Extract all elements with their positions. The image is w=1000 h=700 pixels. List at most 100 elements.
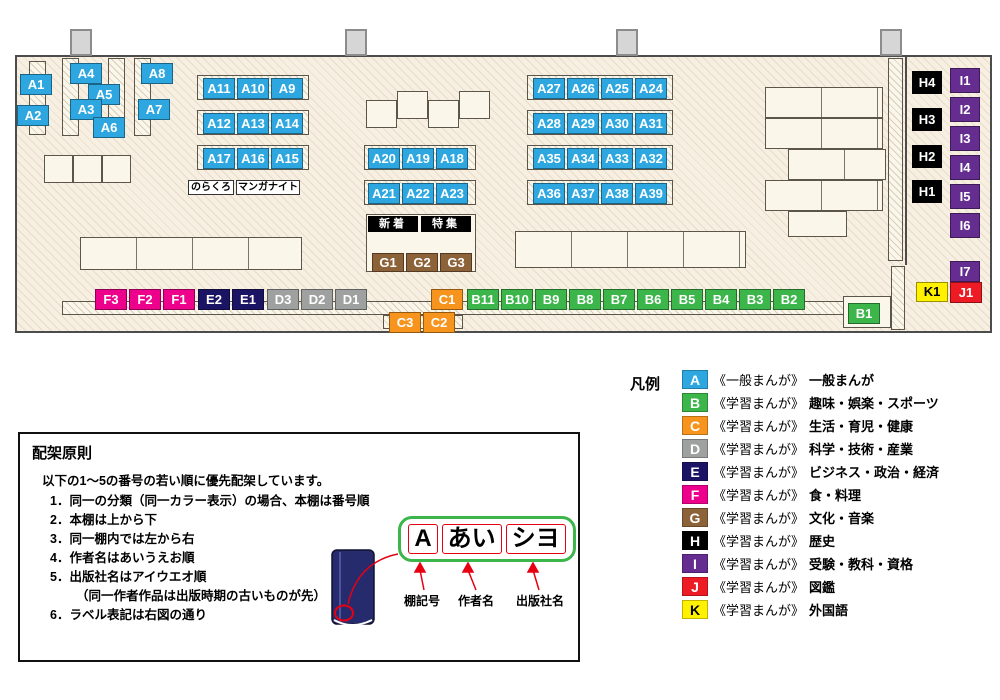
shelf-label-H2: H2 [912,145,942,168]
shelf-label-A20: A20 [368,148,400,169]
shelf-label-A12: A12 [203,113,235,134]
shelf-label-A9: A9 [271,78,303,99]
legend-item-G: G《学習まんが》文化・音楽 [682,506,939,529]
book-illustration [331,549,540,626]
shelf-label-A10: A10 [237,78,269,99]
shelf-label-I2: I2 [950,97,980,122]
shelf-label-B8: B8 [569,289,601,310]
shelf-block [888,58,903,261]
pillar [70,29,92,56]
legend-category: 生活・育児・健康 [809,419,914,434]
principle-rule: （同一作者作品は出版時期の古いものが先） [76,589,327,603]
shelf-label-H1: H1 [912,180,942,203]
principle-rule: 1．同一の分類（同一カラー表示）の場合、本棚は番号順 [50,494,370,508]
map-text-label: マンガナイト [236,180,300,195]
shelf-label-A16: A16 [237,148,269,169]
shelf-label-A39: A39 [635,183,667,204]
legend-swatch-K: K [682,600,708,619]
shelf-block [102,155,131,183]
legend-swatch-J: J [682,577,708,596]
shelf-label-A13: A13 [237,113,269,134]
shelf-label-A26: A26 [567,78,599,99]
pillar [880,29,902,56]
shelf-label-A32: A32 [635,148,667,169]
legend-item-D: D《学習まんが》科学・技術・産業 [682,437,939,460]
shelf-block [44,155,73,183]
pillar [616,29,638,56]
legend-swatch-A: A [682,370,708,389]
legend-type: 《学習まんが》 [713,534,805,549]
shelf-label-I4: I4 [950,155,980,180]
shelf-label-C1: C1 [431,289,463,310]
shelf-label-C3: C3 [389,312,421,333]
legend-item-F: F 《学習まんが》食・料理 [682,483,939,506]
shelf-block [788,211,847,237]
shelf-label-A35: A35 [533,148,565,169]
legend-type: 《学習まんが》 [713,580,805,595]
shelf-label-I1: I1 [950,68,980,93]
shelf-label-B6: B6 [637,289,669,310]
legend-swatch-H: H [682,531,708,550]
shelf-block [765,118,883,149]
legend-type: 《学習まんが》 [713,488,805,503]
shelf-label-F1: F1 [163,289,195,310]
label-shelf-code: A [408,524,438,554]
legend-swatch-D: D [682,439,708,458]
legend-type: 《学習まんが》 [713,396,805,411]
map-text-label: のらくろ [188,180,234,195]
legend-type: 《学習まんが》 [713,511,805,526]
legend-type: 《学習まんが》 [713,419,805,434]
legend-item-J: J《学習まんが》図鑑 [682,575,939,598]
principle-rule: 4．作者名はあいうえお順 [50,551,195,565]
shelf-label-B2: B2 [773,289,805,310]
pillar [345,29,367,56]
legend-category: 一般まんが [809,373,875,388]
shelf-label-A30: A30 [601,113,633,134]
legend-swatch-B: B [682,393,708,412]
shelf-label-A36: A36 [533,183,565,204]
pointer-label-publisher: 出版社名 [516,594,565,608]
shelf-block [788,149,886,180]
legend-item-H: H《学習まんが》歴史 [682,529,939,552]
shelf-label-G2: G2 [406,253,438,272]
pointer-label-shelf: 棚記号 [404,594,441,608]
shelf-label-A4: A4 [70,63,102,84]
shelf-label-A19: A19 [402,148,434,169]
shelf-label-A22: A22 [402,183,434,204]
shelf-label-F2: F2 [129,289,161,310]
shelf-label-A29: A29 [567,113,599,134]
shelf-label-A25: A25 [601,78,633,99]
shelf-label-J1: J1 [950,282,982,303]
shelf-label-F3: F3 [95,289,127,310]
shelf-label-D2: D2 [301,289,333,310]
shelf-block [73,155,102,183]
shelf-label-B5: B5 [671,289,703,310]
legend-type: 《学習まんが》 [713,557,805,572]
legend-category: 外国語 [809,603,849,618]
shelf-label-A8: A8 [141,63,173,84]
shelf-label-A17: A17 [203,148,235,169]
shelf-label-E1: E1 [232,289,264,310]
shelf-label-B11: B11 [467,289,499,310]
shelf-block [515,231,746,268]
legend-category: ビジネス・政治・経済 [809,465,940,480]
shelf-label-A23: A23 [436,183,468,204]
pointer-curve [347,553,399,605]
legend-swatch-C: C [682,416,708,435]
legend-item-E: E《学習まんが》ビジネス・政治・経済 [682,460,939,483]
shelf-label-A2: A2 [17,105,49,126]
legend-category: 科学・技術・産業 [809,442,914,457]
legend-type: 《一般まんが》 [713,373,805,388]
shelf-label-A14: A14 [271,113,303,134]
shelf-label-K1: K1 [916,282,948,302]
shelf-block [459,91,490,119]
shelf-label-B9: B9 [535,289,567,310]
legend-swatch-E: E [682,462,708,481]
legend-swatch-F: F [682,485,708,504]
legend-item-K: K《学習まんが》外国語 [682,598,939,621]
shelf-block [765,180,883,211]
legend-category: 食・料理 [809,488,862,503]
shelf-block [366,100,397,128]
shelf-block [428,100,459,128]
legend-category: 文化・音楽 [809,511,875,526]
